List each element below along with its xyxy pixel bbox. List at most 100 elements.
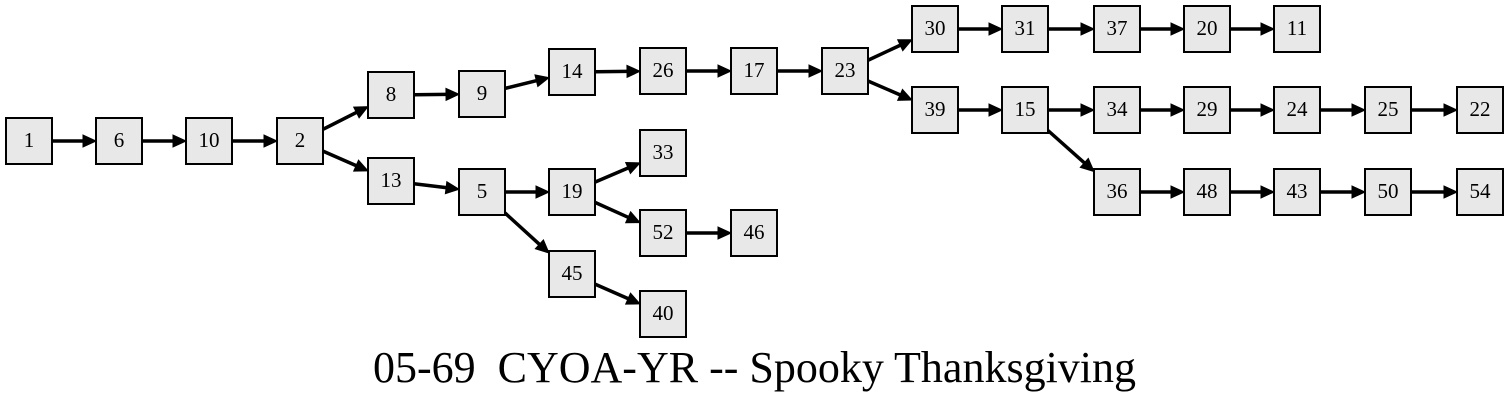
arrowhead xyxy=(1443,185,1459,199)
arrowhead xyxy=(626,64,642,79)
node-29: 29 xyxy=(1183,86,1231,134)
node-23: 23 xyxy=(821,47,869,95)
node-box xyxy=(821,47,869,95)
node-label: 37 xyxy=(1107,16,1128,40)
node-label: 2 xyxy=(295,128,306,152)
node-20: 20 xyxy=(1183,5,1231,53)
node-label: 54 xyxy=(1470,179,1492,203)
arrowhead xyxy=(444,180,461,195)
node-9: 9 xyxy=(458,70,506,118)
node-11: 11 xyxy=(1273,5,1321,53)
node-26: 26 xyxy=(639,47,687,95)
edge-19-52 xyxy=(594,200,642,224)
edge-9-14 xyxy=(504,74,551,91)
node-label: 8 xyxy=(386,82,397,106)
node-box xyxy=(1001,5,1049,53)
arrowhead xyxy=(172,134,188,148)
node-25: 25 xyxy=(1364,86,1412,134)
edge-37-20 xyxy=(1140,22,1186,36)
node-box xyxy=(458,168,506,216)
edge-36-48 xyxy=(1140,185,1186,199)
node-label: 23 xyxy=(835,58,856,82)
edge-line xyxy=(867,79,901,97)
node-label: 24 xyxy=(1287,97,1309,121)
node-label: 6 xyxy=(114,128,125,152)
edge-25-22 xyxy=(1411,103,1459,117)
node-box xyxy=(1183,168,1231,216)
node-box xyxy=(1093,86,1141,134)
arrowhead xyxy=(535,185,551,199)
node-box xyxy=(185,117,233,165)
node-box xyxy=(1093,168,1141,216)
node-31: 31 xyxy=(1001,5,1049,53)
arrowhead xyxy=(534,74,551,88)
node-box xyxy=(730,209,778,257)
node-8: 8 xyxy=(367,71,415,119)
edge-14-26 xyxy=(594,64,642,79)
node-label: 19 xyxy=(562,179,583,203)
node-box xyxy=(367,157,415,205)
node-box xyxy=(639,47,687,95)
node-label: 15 xyxy=(1015,97,1036,121)
edge-5-19 xyxy=(505,185,551,199)
node-37: 37 xyxy=(1093,5,1141,53)
node-5: 5 xyxy=(458,168,506,216)
node-box xyxy=(1273,86,1321,134)
arrowhead xyxy=(1260,22,1276,36)
node-label: 33 xyxy=(653,140,674,164)
edge-20-11 xyxy=(1230,22,1276,36)
node-50: 50 xyxy=(1364,168,1412,216)
edge-line xyxy=(594,282,629,301)
arrowhead xyxy=(1170,103,1186,117)
arrowhead xyxy=(445,87,461,102)
node-label: 26 xyxy=(653,58,674,82)
node-33: 33 xyxy=(639,129,687,177)
edge-50-54 xyxy=(1411,185,1459,199)
edge-line xyxy=(322,149,357,168)
node-label: 48 xyxy=(1197,179,1218,203)
node-box xyxy=(276,117,324,165)
node-48: 48 xyxy=(1183,168,1231,216)
edge-line xyxy=(413,182,447,190)
node-box xyxy=(1273,5,1321,53)
node-label: 25 xyxy=(1378,97,1399,121)
node-box xyxy=(1364,168,1412,216)
edge-2-8 xyxy=(322,106,370,131)
arrowhead xyxy=(717,64,733,78)
node-box xyxy=(639,129,687,177)
edge-13-5 xyxy=(413,180,461,195)
node-box xyxy=(730,47,778,95)
node-13: 13 xyxy=(367,157,415,205)
edge-29-24 xyxy=(1230,103,1276,117)
node-45: 45 xyxy=(548,250,596,298)
diagram-title: 05-69 CYOA-YR -- Spooky Thanksgiving xyxy=(372,343,1137,392)
edge-15-34 xyxy=(1048,103,1096,117)
arrowhead xyxy=(896,88,914,101)
edge-31-37 xyxy=(1048,22,1096,36)
edge-6-10 xyxy=(142,134,188,148)
node-label: 17 xyxy=(744,58,765,82)
node-14: 14 xyxy=(548,48,596,96)
node-label: 46 xyxy=(744,220,765,244)
node-box xyxy=(911,5,959,53)
edge-23-30 xyxy=(867,39,914,62)
node-label: 10 xyxy=(199,128,220,152)
node-label: 43 xyxy=(1287,179,1308,203)
node-15: 15 xyxy=(1001,86,1049,134)
node-box xyxy=(1456,168,1504,216)
edge-1-6 xyxy=(52,134,98,148)
node-label: 29 xyxy=(1197,97,1218,121)
node-label: 40 xyxy=(653,301,674,325)
node-19: 19 xyxy=(548,168,596,216)
node-label: 22 xyxy=(1470,97,1491,121)
arrowhead xyxy=(624,210,642,224)
node-label: 31 xyxy=(1015,16,1036,40)
node-box xyxy=(548,250,596,298)
arrowhead xyxy=(534,238,550,254)
edge-26-17 xyxy=(686,64,733,78)
edge-52-46 xyxy=(686,226,733,240)
edge-10-2 xyxy=(232,134,279,148)
node-label: 5 xyxy=(477,179,488,203)
